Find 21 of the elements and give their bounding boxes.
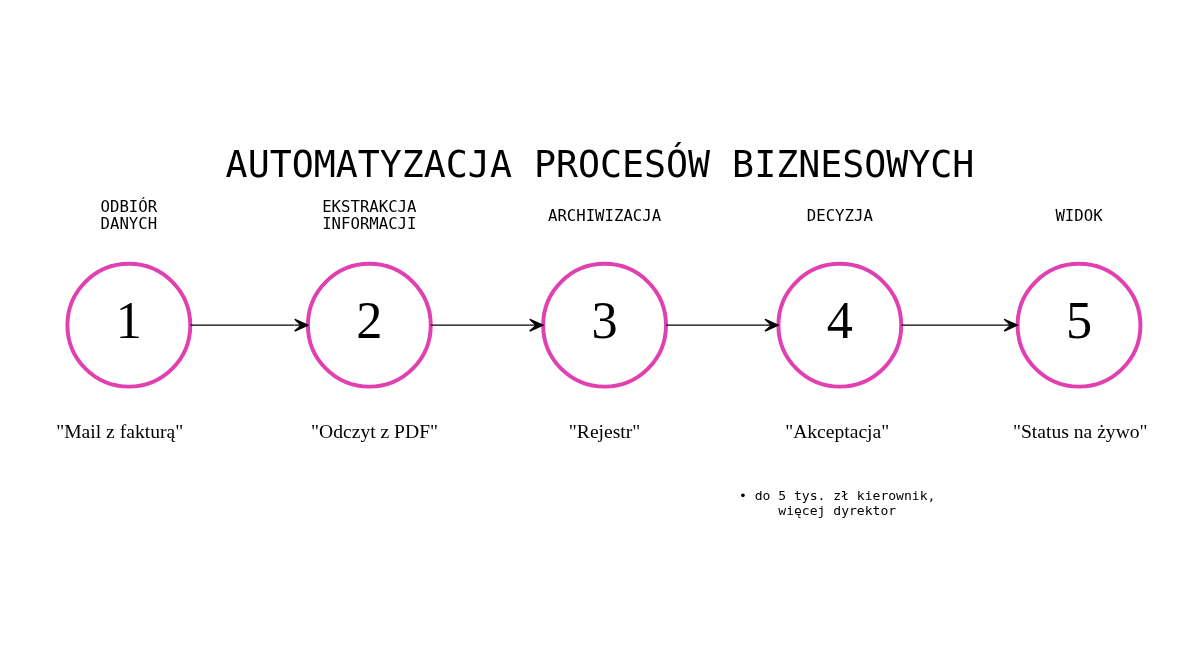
node-circle: 2 (305, 261, 433, 389)
node-label: "Odczyt z PDF" (311, 421, 439, 443)
node-label: "Akceptacja" (785, 421, 890, 443)
node-label: DECYZJA (806, 205, 873, 225)
node-circle: 5 (1015, 261, 1143, 389)
node-circle: 4 (776, 261, 904, 389)
arrow (189, 318, 309, 332)
node-label: EKSTRAKCJA INFORMACJI (322, 197, 417, 234)
node-label: WIDOK (1055, 205, 1103, 225)
arrow (430, 318, 544, 332)
node-label: "Rejestr" (568, 421, 641, 443)
node-label: ODBIÓR DANYCH (100, 197, 158, 234)
arrow (665, 318, 779, 332)
node-circle: 3 (541, 261, 668, 389)
node-label: • do 5 tys. zł kierownik, więcej dyrektor (739, 488, 936, 518)
arrow (900, 318, 1018, 332)
diagram-title: AUTOMATYZACJA PROCESÓW BIZNESOWYCH (225, 142, 975, 186)
node-label: "Status na żywo" (1012, 421, 1148, 443)
node-label: "Mail z fakturą" (56, 421, 184, 443)
node-label: ARCHIWIZACJA (547, 205, 662, 225)
node-circle: 1 (65, 261, 193, 389)
